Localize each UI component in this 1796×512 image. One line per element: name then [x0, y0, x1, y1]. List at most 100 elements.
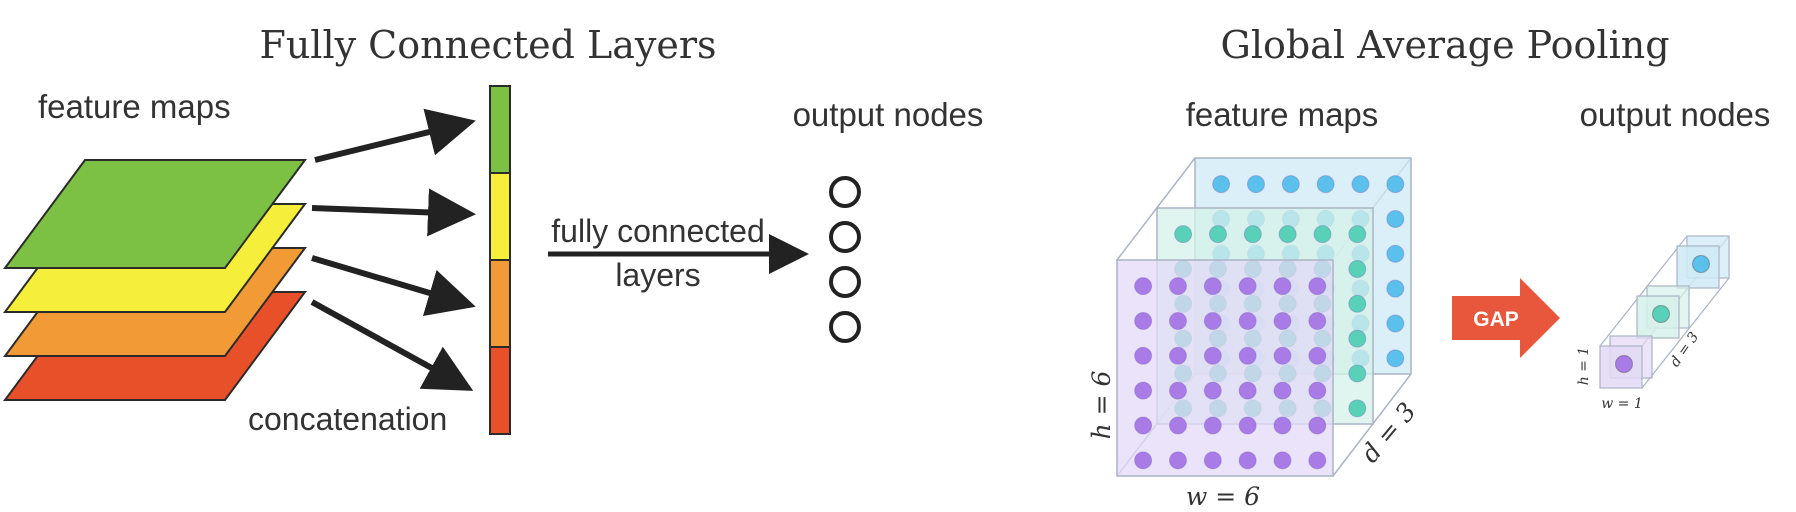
feature-dot-purple: [1238, 277, 1257, 296]
cube-edge: [1116, 157, 1196, 261]
small-cube-front: [1676, 245, 1720, 289]
feature-dot-purple: [1238, 416, 1257, 435]
output-node: [829, 266, 861, 298]
gap-label: GAP: [1473, 308, 1519, 331]
feature-dot-purple: [1168, 311, 1187, 330]
channel-purple: [1116, 259, 1334, 477]
feature-map-cube: [1116, 157, 1412, 477]
output-node: [829, 176, 861, 208]
right-title: Global Average Pooling: [1220, 23, 1669, 67]
feature-dot-blue: [1316, 175, 1335, 194]
feature-dot-purple: [1134, 346, 1153, 365]
feature-dot-purple: [1308, 311, 1327, 330]
pooled-dot-purple: [1615, 355, 1633, 373]
w-dimension-label: w = 6: [1186, 482, 1260, 511]
feature-dot-purple: [1238, 451, 1257, 470]
pooled-dot-blue: [1692, 255, 1710, 273]
fc-label-line1: fully connected: [551, 213, 764, 249]
feature-map-layer-green: [3, 159, 307, 269]
small-cube-purple: [1599, 335, 1653, 389]
small-cube-blue: [1676, 235, 1730, 289]
pooled-dot-teal: [1652, 305, 1670, 323]
feature-dot-blue: [1386, 244, 1405, 263]
channel-plane-purple: [1116, 259, 1334, 477]
feature-dot-purple: [1238, 311, 1257, 330]
feature-dot-teal: [1348, 364, 1367, 383]
feature-dot-blue: [1386, 314, 1405, 333]
feature-dot-blue: [1351, 175, 1370, 194]
feature-dot-purple: [1308, 451, 1327, 470]
feature-dot-purple: [1134, 277, 1153, 296]
feature-dot-teal: [1313, 225, 1332, 244]
feature-dot-purple: [1134, 451, 1153, 470]
bar-segment-green: [489, 85, 511, 174]
feature-dot-purple: [1134, 381, 1153, 400]
left-feature-maps-label: feature maps: [38, 88, 231, 125]
feature-dot-blue: [1212, 175, 1231, 194]
feature-dot-teal: [1278, 225, 1297, 244]
gap-arrow-shape: [1452, 278, 1560, 358]
feature-dot-purple: [1273, 416, 1292, 435]
gap-output-cubes: [1599, 235, 1730, 389]
feature-dot-purple: [1203, 311, 1222, 330]
small-w-label: w = 1: [1601, 396, 1643, 412]
arrow-yellow: [311, 188, 476, 237]
h-dimension-label: h = 6: [1087, 370, 1116, 439]
bar-segment-orange: [489, 259, 511, 348]
feature-dot-blue: [1386, 209, 1405, 228]
feature-dot-blue: [1386, 349, 1405, 368]
feature-dot-purple: [1203, 451, 1222, 470]
arrow-red: [310, 299, 474, 391]
small-h-label: h = 1: [1576, 347, 1592, 386]
feature-dot-blue: [1281, 175, 1300, 194]
feature-dot-purple: [1238, 346, 1257, 365]
feature-dot-purple: [1168, 346, 1187, 365]
feature-dot-purple: [1273, 277, 1292, 296]
bar-segment-red: [489, 346, 511, 435]
output-node: [829, 311, 861, 343]
feature-dot-teal: [1243, 225, 1262, 244]
concatenation-bar: [489, 85, 511, 435]
feature-dot-teal: [1348, 294, 1367, 313]
feature-dot-purple: [1134, 416, 1153, 435]
feature-dot-purple: [1168, 451, 1187, 470]
feature-dot-purple: [1203, 381, 1222, 400]
feature-dot-teal: [1348, 259, 1367, 278]
fc-label-line2: layers: [615, 257, 700, 293]
feature-dot-purple: [1168, 277, 1187, 296]
feature-dot-purple: [1134, 311, 1153, 330]
feature-dot-blue: [1386, 279, 1405, 298]
feature-dot-purple: [1273, 451, 1292, 470]
feature-dot-teal: [1348, 225, 1367, 244]
left-output-nodes-label: output nodes: [793, 96, 984, 133]
left-output-nodes: [829, 176, 861, 343]
feature-dot-purple: [1238, 381, 1257, 400]
right-feature-maps-label: feature maps: [1186, 96, 1379, 133]
feature-map-stack: [3, 159, 307, 401]
right-output-nodes-label: output nodes: [1580, 96, 1771, 133]
feature-dot-blue: [1386, 175, 1405, 194]
feature-dot-purple: [1168, 416, 1187, 435]
feature-dot-purple: [1203, 277, 1222, 296]
feature-dot-purple: [1168, 381, 1187, 400]
feature-dot-blue: [1246, 175, 1265, 194]
feature-dot-purple: [1203, 416, 1222, 435]
layer-to-bar-arrows: [310, 108, 476, 391]
bar-segment-yellow: [489, 172, 511, 261]
feature-dot-teal: [1174, 225, 1193, 244]
output-node: [829, 221, 861, 253]
feature-dot-teal: [1348, 329, 1367, 348]
feature-dot-teal: [1208, 225, 1227, 244]
feature-dot-purple: [1308, 346, 1327, 365]
small-cube-edge: [1641, 277, 1730, 389]
left-title: Fully Connected Layers: [259, 23, 716, 67]
arrow-green: [314, 108, 476, 163]
concatenation-label: concatenation: [248, 401, 447, 437]
feature-dot-purple: [1308, 381, 1327, 400]
gap-arrow: GAP: [1452, 278, 1560, 358]
feature-dot-purple: [1203, 346, 1222, 365]
small-cube-teal: [1636, 285, 1690, 339]
feature-dot-purple: [1273, 346, 1292, 365]
feature-dot-purple: [1273, 311, 1292, 330]
